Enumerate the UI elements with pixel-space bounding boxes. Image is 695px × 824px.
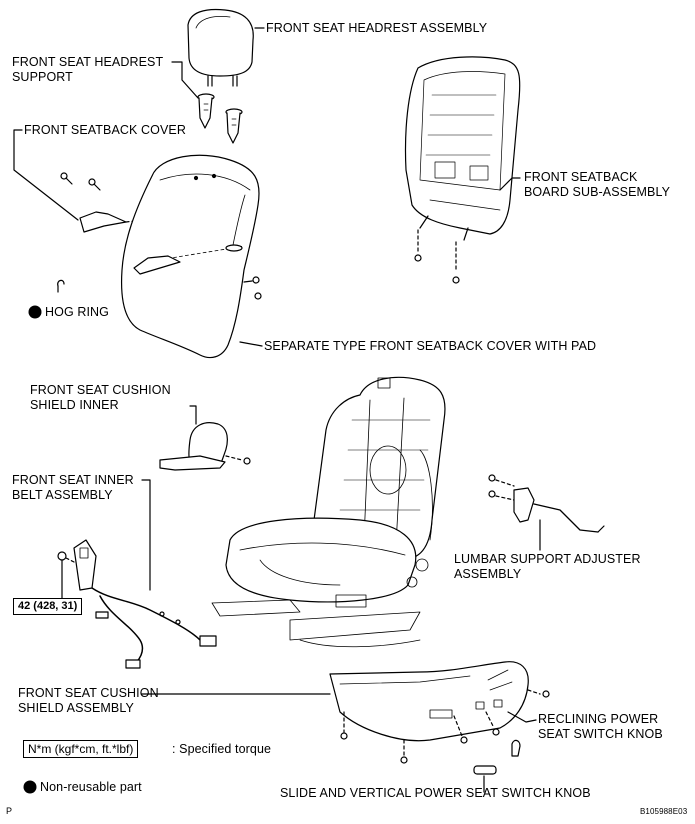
torque-value-box: 42 (428, 31) [13, 598, 83, 615]
label-hog-ring: HOG RING [45, 305, 109, 320]
label-cushion-shield-inner-line2: SHIELD INNER [30, 398, 119, 412]
headrest-assembly-drawing [188, 10, 253, 86]
label-separate-cover: SEPARATE TYPE FRONT SEATBACK COVER WITH … [264, 339, 596, 354]
label-headrest-support: FRONT SEAT HEADREST SUPPORT [12, 55, 163, 85]
label-lumbar-line2: ASSEMBLY [454, 567, 522, 581]
hog-ring-drawing [58, 280, 64, 292]
lumbar-adjuster-drawing [489, 475, 604, 532]
label-hog-ring-text: HOG RING [45, 305, 109, 319]
leader-reclining [508, 712, 536, 722]
label-cushion-shield-inner: FRONT SEAT CUSHION SHIELD INNER [30, 383, 171, 413]
leader-separate-cover [240, 342, 262, 346]
label-slide-vertical-text: SLIDE AND VERTICAL POWER SEAT SWITCH KNO… [280, 786, 591, 800]
label-lumbar: LUMBAR SUPPORT ADJUSTER ASSEMBLY [454, 552, 641, 582]
seat-frame-cushion-drawing [212, 377, 445, 646]
legend-non-reusable-text: Non-reusable part [40, 780, 142, 794]
seatback-cover-pad-drawing [122, 155, 261, 357]
label-headrest-support-line2: SUPPORT [12, 70, 73, 84]
label-separate-cover-text: SEPARATE TYPE FRONT SEATBACK COVER WITH … [264, 339, 597, 353]
label-lumbar-line1: LUMBAR SUPPORT ADJUSTER [454, 552, 641, 566]
label-headrest-assembly-text: FRONT SEAT HEADREST ASSEMBLY [266, 21, 488, 35]
label-reclining-line2: SEAT SWITCH KNOB [538, 727, 663, 741]
label-seatback-cover-text: FRONT SEATBACK COVER [24, 123, 186, 137]
label-headrest-assembly: FRONT SEAT HEADREST ASSEMBLY [266, 21, 487, 36]
leader-seatback-board [500, 178, 520, 190]
label-cushion-shield-inner-line1: FRONT SEAT CUSHION [30, 383, 171, 397]
label-slide-vertical: SLIDE AND VERTICAL POWER SEAT SWITCH KNO… [280, 786, 591, 801]
label-seatback-cover: FRONT SEATBACK COVER [24, 123, 186, 138]
label-seatback-board: FRONT SEATBACK BOARD SUB-ASSEMBLY [524, 170, 670, 200]
label-reclining-line1: RECLINING POWER [538, 712, 659, 726]
headrest-support-drawing [198, 94, 242, 143]
legend-torque-unit-box: N*m (kgf*cm, ft.*lbf) [23, 740, 139, 758]
leader-inner-belt [142, 480, 150, 590]
label-headrest-support-line1: FRONT SEAT HEADREST [12, 55, 164, 69]
legend-non-reusable-mark [23, 780, 37, 794]
seatback-clips [61, 173, 160, 232]
label-cushion-shield-line1: FRONT SEAT CUSHION [18, 686, 159, 700]
footer-corner-letter: P [6, 806, 12, 816]
footer-figure-code-text: B105988E03 [640, 807, 688, 816]
label-cushion-shield-line2: SHIELD ASSEMBLY [18, 701, 134, 715]
label-seatback-board-line2: BOARD SUB-ASSEMBLY [524, 185, 671, 199]
leader-cushion-shield-inner [190, 406, 196, 424]
cushion-shield-inner-drawing [160, 423, 250, 470]
leader-seatback-cover [14, 130, 78, 220]
footer-corner-letter-text: P [6, 806, 13, 816]
footer-figure-code: B105988E03 [640, 807, 687, 817]
label-inner-belt-line1: FRONT SEAT INNER [12, 473, 134, 487]
legend-specified-torque: : Specified torque [172, 742, 271, 757]
label-seatback-board-line1: FRONT SEATBACK [524, 170, 638, 184]
inner-belt-drawing [58, 540, 216, 668]
seatback-board-drawing [406, 57, 520, 283]
legend-non-reusable: Non-reusable part [40, 780, 142, 795]
cushion-shield-drawing [330, 662, 549, 774]
label-reclining: RECLINING POWER SEAT SWITCH KNOB [538, 712, 663, 742]
label-inner-belt-line2: BELT ASSEMBLY [12, 488, 113, 502]
label-inner-belt: FRONT SEAT INNER BELT ASSEMBLY [12, 473, 134, 503]
hog-ring-non-reusable-mark [28, 305, 42, 319]
leader-headrest-support [172, 62, 198, 98]
label-cushion-shield: FRONT SEAT CUSHION SHIELD ASSEMBLY [18, 686, 159, 716]
legend-specified-torque-text: : Specified torque [172, 742, 272, 756]
